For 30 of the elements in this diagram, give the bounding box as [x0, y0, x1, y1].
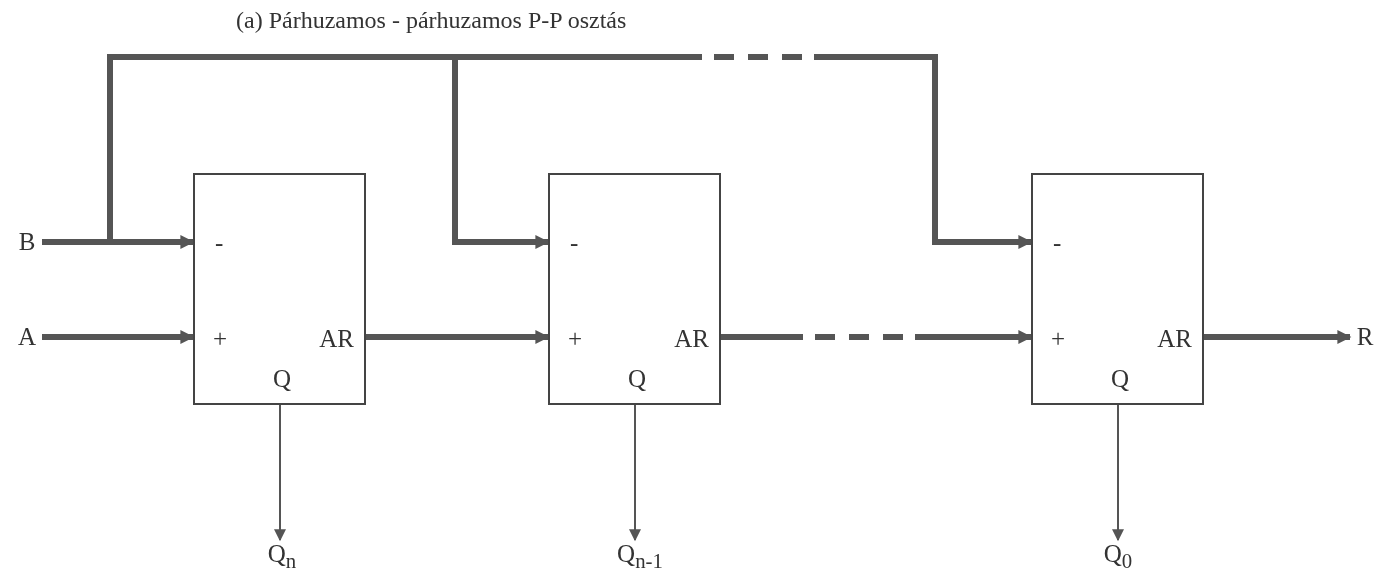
arithmetic-unit [548, 173, 721, 405]
signal-label: A [14, 323, 40, 351]
arrow [366, 330, 550, 344]
plus-sign: + [568, 325, 583, 353]
output-label: Q [628, 365, 647, 393]
output-label: AR [674, 325, 709, 353]
output-label: AR [319, 325, 354, 353]
arrow [42, 330, 195, 344]
arithmetic-unit [193, 173, 366, 405]
output-label: Q$_{n-1}$ [610, 540, 670, 572]
plus-sign: + [1051, 325, 1066, 353]
signal-label: R [1354, 323, 1376, 351]
arithmetic-unit [1031, 173, 1204, 405]
output-label: Q$_{n}$ [262, 540, 302, 572]
output-label: Q$_{0}$ [1098, 540, 1138, 572]
minus-sign: - [570, 229, 579, 257]
arrow [721, 330, 1033, 344]
minus-sign: - [1053, 229, 1062, 257]
output-label: Q [273, 365, 292, 393]
arrow [1204, 330, 1352, 344]
diagram-title: (a) Párhuzamos - párhuzamos P-P osztás [236, 6, 627, 34]
arrow [629, 404, 641, 542]
minus-sign: - [215, 229, 224, 257]
arrow [42, 54, 1033, 249]
signal-label: B [14, 228, 40, 256]
plus-sign: + [213, 325, 228, 353]
output-label: AR [1157, 325, 1192, 353]
output-label: Q [1111, 365, 1130, 393]
arrow [1112, 404, 1124, 542]
arrow [274, 404, 286, 542]
